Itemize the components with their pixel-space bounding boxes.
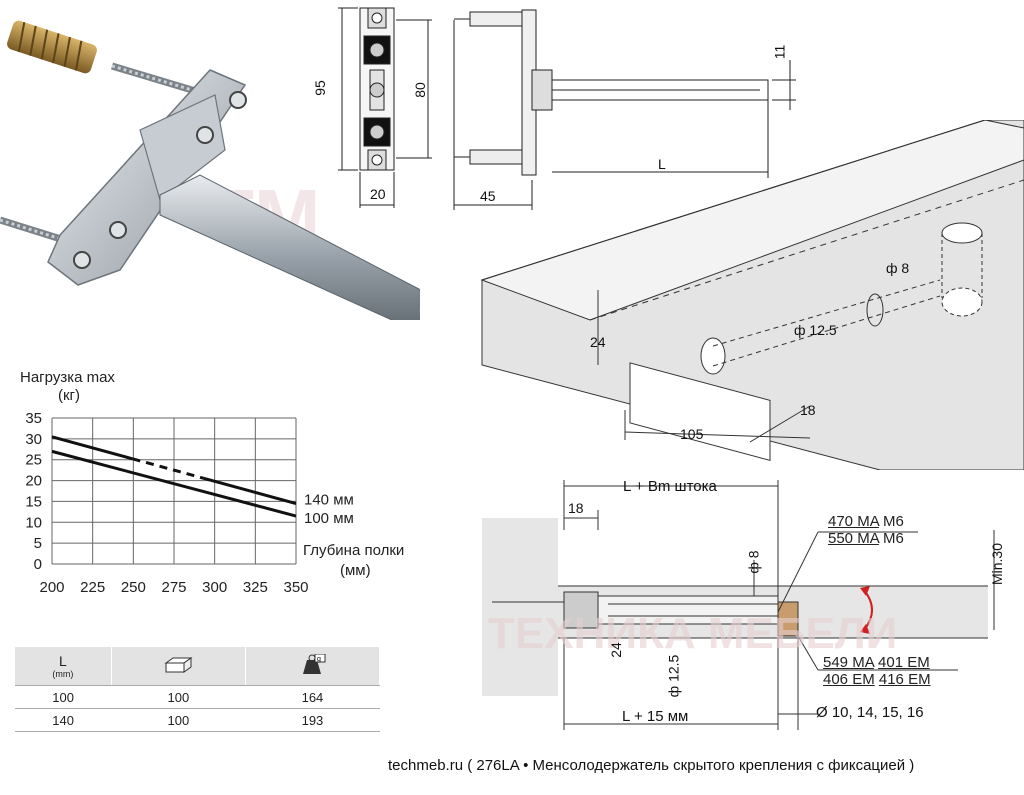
chart-y-tick: 10 bbox=[25, 514, 42, 531]
codes-top: 470 MA M6 550 MA M6 bbox=[828, 513, 904, 547]
shelf-install-drawing: ф 8 ф 12.5 24 105 18 bbox=[470, 119, 1024, 471]
iso-dim-105: 105 bbox=[680, 426, 704, 442]
iso-dim-phi125: ф 12.5 bbox=[794, 322, 837, 338]
header-shelf-icon bbox=[111, 647, 246, 686]
chart-yunit: (кг) bbox=[58, 387, 80, 404]
dim-45: 45 bbox=[480, 188, 496, 204]
dim-L: L bbox=[658, 156, 666, 172]
chart-y-tick: 20 bbox=[25, 473, 42, 490]
dim-20: 20 bbox=[370, 186, 386, 202]
series-label: 140 мм bbox=[304, 492, 354, 509]
dim-80: 80 bbox=[411, 82, 428, 98]
section-watermark: ТЕХНИКА МЕБЕЛИ bbox=[488, 609, 897, 658]
chart-xunit: (мм) bbox=[340, 562, 371, 579]
chart-y-tick: 15 bbox=[25, 493, 42, 510]
dim-diameters: Ø 10, 14, 15, 16 bbox=[816, 704, 924, 721]
load-chart-svg: Нагрузка max (кг) Глубина полки (мм) 200… bbox=[20, 369, 404, 596]
table-cell: 100 bbox=[111, 685, 246, 709]
header-weight-icon: g bbox=[245, 647, 381, 686]
chart-x-tick: 225 bbox=[80, 579, 105, 596]
chart-x-tick: 200 bbox=[39, 579, 64, 596]
product-photo: ТМ bbox=[0, 0, 445, 336]
shelf-block-icon bbox=[164, 656, 193, 673]
chart-x-tick: 250 bbox=[121, 579, 146, 596]
bracket-dimension-drawing: 95 80 20 45 L 11 bbox=[312, 0, 800, 220]
iso-dim-18: 18 bbox=[800, 402, 816, 418]
table-cell: 164 bbox=[245, 685, 380, 709]
codes-bottom: 549 MA 401 EM 406 EM 416 EM bbox=[823, 654, 931, 688]
dim-phi125: ф 12.5 bbox=[665, 654, 682, 698]
dim-11: 11 bbox=[771, 44, 788, 60]
spec-table-header: L (mm) g bbox=[15, 647, 381, 686]
dim-l-bm: L + Bm штока bbox=[623, 478, 717, 495]
series-line-140-dashed bbox=[132, 457, 204, 480]
chart-x-tick: 350 bbox=[283, 579, 308, 596]
dim-18: 18 bbox=[568, 500, 584, 516]
dim-phi8: ф 8 bbox=[745, 550, 762, 574]
chart-x-tick: 275 bbox=[161, 579, 186, 596]
section-drawing: ТЕХНИКА МЕБЕЛИ L + Bm штока 18 ф 8 24 ф … bbox=[478, 470, 1024, 740]
iso-dim-phi8: ф 8 bbox=[886, 260, 910, 276]
table-cell: 100 bbox=[111, 708, 246, 732]
dim-24: 24 bbox=[607, 642, 624, 658]
table-cell: 193 bbox=[245, 708, 380, 732]
header-length: L (mm) bbox=[15, 647, 112, 686]
dim-95: 95 bbox=[311, 80, 328, 96]
chart-x-tick: 325 bbox=[243, 579, 268, 596]
chart-ylabel: Нагрузка max bbox=[20, 369, 115, 386]
svg-text:g: g bbox=[317, 656, 321, 663]
chart-xlabel: Глубина полки bbox=[303, 542, 404, 559]
load-chart: Нагрузка max (кг) Глубина полки (мм) 200… bbox=[0, 362, 440, 607]
chart-x-tick: 300 bbox=[202, 579, 227, 596]
weight-icon: g bbox=[303, 653, 326, 674]
series-line-140 bbox=[51, 435, 133, 461]
chart-y-tick: 25 bbox=[25, 452, 42, 469]
footer-caption: techmeb.ru ( 276LA • Менсолодержатель ск… bbox=[388, 757, 915, 774]
iso-dim-24: 24 bbox=[590, 334, 606, 350]
series-line-140-end bbox=[202, 476, 297, 505]
dim-min30: Min.30 bbox=[989, 542, 1006, 586]
table-cell: 140 bbox=[15, 708, 112, 732]
series-line-100 bbox=[51, 449, 297, 518]
brass-insert-image bbox=[7, 20, 97, 74]
chart-y-tick: 30 bbox=[25, 431, 42, 448]
series-label: 100 мм bbox=[304, 510, 354, 527]
chart-y-tick: 5 bbox=[34, 535, 42, 552]
dim-l15: L + 15 мм bbox=[622, 708, 689, 725]
chart-y-tick: 35 bbox=[25, 410, 42, 427]
chart-y-tick: 0 bbox=[34, 556, 42, 573]
table-cell: 100 bbox=[15, 685, 112, 709]
